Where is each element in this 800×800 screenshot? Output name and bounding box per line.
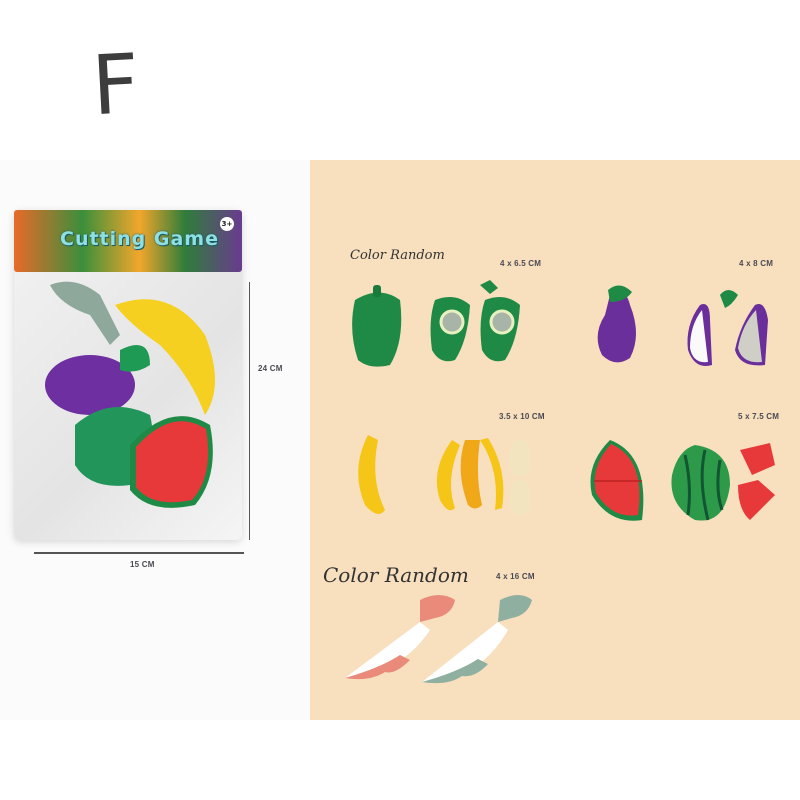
package-header-card: [14, 210, 242, 272]
eggplant-icon: [597, 285, 768, 366]
width-dimension-line: [34, 552, 244, 554]
package-brand-title: Cutting Game: [60, 228, 219, 250]
color-random-heading: Color Random: [323, 563, 469, 587]
height-label: 24 CM: [258, 364, 283, 373]
color-random-note: Color Random: [350, 248, 445, 263]
eggplant-size: 4 x 8 CM: [739, 259, 774, 268]
width-label: 15 CM: [130, 560, 155, 569]
watermelon-size: 5 x 7.5 CM: [738, 412, 780, 421]
pieces-panel: [310, 160, 800, 720]
pepper-size: 4 x 6.5 CM: [500, 259, 542, 268]
variant-letter: F: [89, 36, 142, 135]
pepper-icon: [352, 280, 520, 367]
banana-size: 3.5 x 10 CM: [499, 412, 545, 421]
height-dimension-line: [249, 282, 250, 540]
watermelon-icon: [590, 440, 775, 521]
banana-icon: [358, 435, 530, 515]
knife-icon: [345, 595, 532, 684]
knife-size: 4 x 16 CM: [496, 572, 535, 581]
packaged-items-icon: [45, 281, 215, 508]
age-badge: 3+: [220, 217, 234, 231]
